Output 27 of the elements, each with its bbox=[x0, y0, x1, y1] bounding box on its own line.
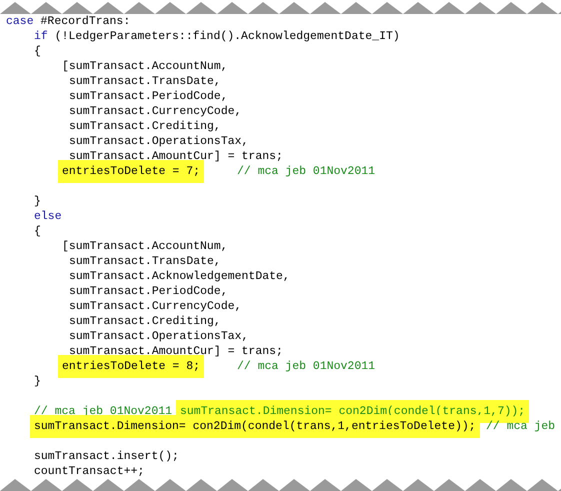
code-line: if (!LedgerParameters::find().AcknowledgementDate_IT) bbox=[34, 29, 400, 44]
highlighted-code: entriesToDelete = 7; bbox=[58, 160, 204, 183]
code-comment: // mca jeb 01Nov2011 bbox=[237, 359, 376, 374]
code-line: sumTransact.Crediting, bbox=[69, 119, 221, 134]
code-line: sumTransact.CurrencyCode, bbox=[69, 299, 242, 314]
code-comment: // mca jeb 01Nov2011 bbox=[237, 164, 376, 179]
code-line: sumTransact.Crediting, bbox=[69, 314, 221, 329]
code-line: sumTransact.OperationsTax, bbox=[69, 134, 248, 149]
code-line: sumTransact.insert(); bbox=[34, 449, 179, 464]
code-line: case #RecordTrans: bbox=[6, 14, 130, 29]
code-line: { bbox=[34, 44, 41, 59]
code-line: sumTransact.TransDate, bbox=[69, 254, 221, 269]
code-line: sumTransact.AcknowledgementDate, bbox=[69, 269, 290, 284]
code-line: sumTransact.PeriodCode, bbox=[69, 89, 228, 104]
code-line: } bbox=[34, 374, 41, 389]
code-line: sumTransact.TransDate, bbox=[69, 74, 221, 89]
code-line: [sumTransact.AccountNum, bbox=[62, 239, 228, 254]
code-line: else bbox=[34, 209, 62, 224]
code-line: [sumTransact.AccountNum, bbox=[62, 59, 228, 74]
highlighted-code: entriesToDelete = 8; bbox=[58, 355, 204, 378]
code-line: sumTransact.CurrencyCode, bbox=[69, 104, 242, 119]
code-line: } bbox=[34, 194, 41, 209]
highlighted-code: sumTransact.Dimension= con2Dim(condel(trans,1,entriesToDelete)); bbox=[30, 415, 480, 438]
code-line: sumTransact.OperationsTax, bbox=[69, 329, 248, 344]
code-line: { bbox=[34, 224, 41, 239]
code-line: sumTransact.PeriodCode, bbox=[69, 284, 228, 299]
code-line: countTransact++; bbox=[34, 464, 144, 479]
